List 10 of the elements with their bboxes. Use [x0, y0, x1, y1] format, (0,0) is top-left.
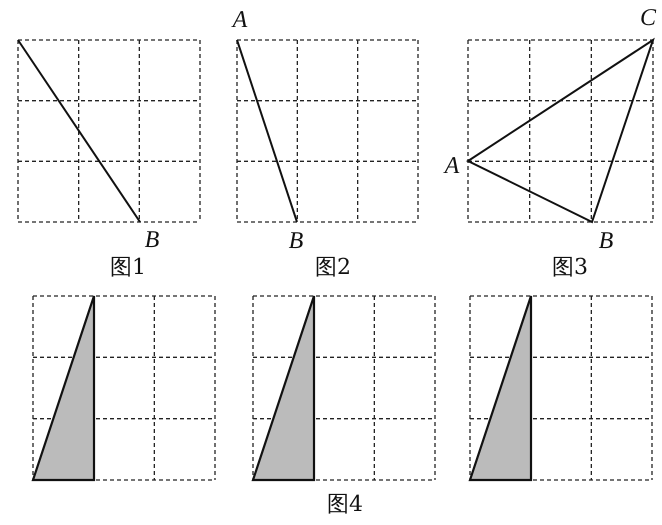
figure-caption: 图4: [327, 494, 363, 516]
point-label: A: [232, 8, 248, 32]
point-label: B: [144, 228, 160, 252]
point-label: C: [640, 6, 656, 30]
figure-caption: 图3: [552, 257, 588, 279]
figure-caption: 图1: [110, 257, 146, 279]
point-label: A: [444, 154, 460, 178]
figure-caption: 图2: [315, 257, 351, 279]
point-label: B: [288, 229, 304, 253]
point-label: B: [598, 229, 614, 253]
